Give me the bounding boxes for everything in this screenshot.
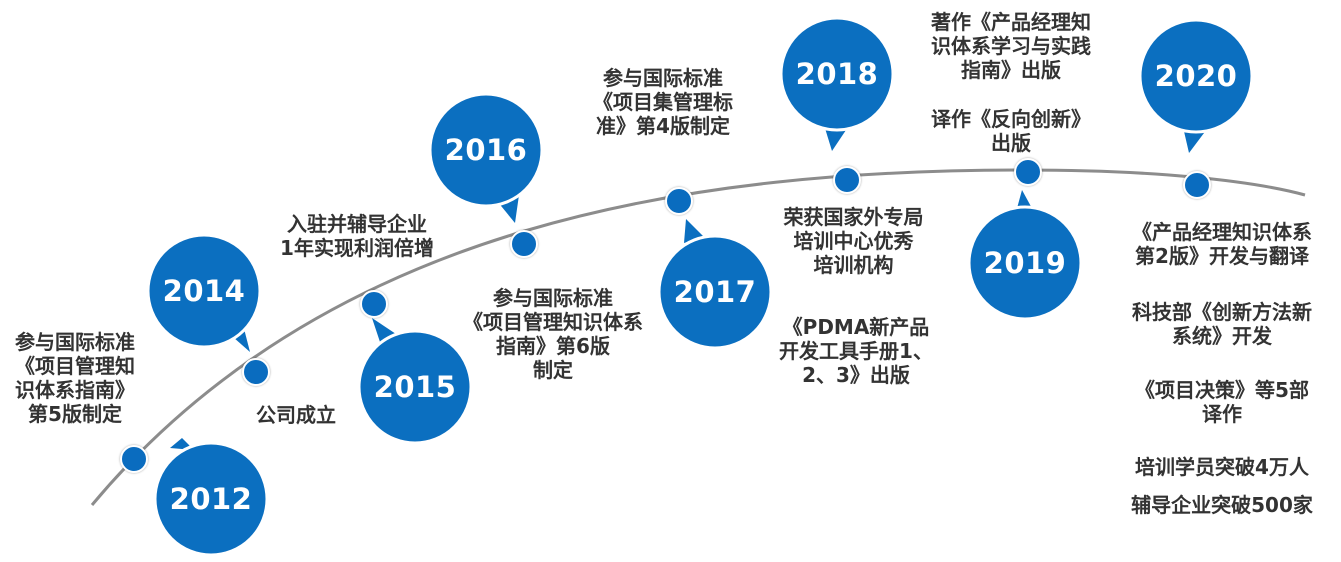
timeline-dot-2015 [360,290,388,318]
milestone-2016-text: 参与国际标准 《项目管理知识体系 指南》第6版 制定 [463,286,643,382]
milestone-2019-text-2: 译作《反向创新》 出版 [931,107,1091,155]
timeline-dot-2012 [120,445,148,473]
year-label: 2019 [983,246,1067,280]
bubble-up-shape [153,438,269,557]
year-bubble-2018: 2018 [778,15,896,151]
timeline-dot-2014 [242,358,270,386]
year-bubble-2012: 2012 [152,438,270,558]
year-bubble-2017: 2017 [656,219,774,351]
bubble-down-shape [428,92,544,223]
timeline-dot-2016 [510,230,538,258]
milestone-2019-text-1: 著作《产品经理知 识体系学习与实践 指南》出版 [931,10,1091,82]
milestone-2018-text-1: 荣获国家外专局 培训中心优秀 培训机构 [783,205,924,277]
milestone-2012-text: 参与国际标准 《项目管理知 识体系指南》 第5版制定 [15,330,135,426]
bubble-up-shape [657,219,773,350]
year-label: 2014 [162,274,246,308]
year-bubble-2020: 2020 [1137,17,1255,153]
timeline-dot-2017 [665,187,693,215]
year-bubble-2015: 2015 [356,318,474,446]
bubble-up-shape [967,190,1083,321]
milestone-2020-text-4: 培训学员突破4万人 [1135,455,1309,479]
year-bubble-2014: 2014 [145,232,263,352]
milestone-2018-text-2: 《PDMA新产品 开发工具手册1、 2、3》出版 [779,315,933,387]
milestone-2020-text-1: 《产品经理知识体系 第2版》开发与翻译 [1132,220,1312,268]
bubble-down-shape [779,16,895,151]
milestone-2017-text: 参与国际标准 《项目集管理标 准》第4版制定 [593,66,733,138]
year-label: 2015 [373,370,457,404]
milestone-2020-text-3: 《项目决策》等5部 译作 [1135,378,1309,426]
year-label: 2018 [795,57,879,91]
year-label: 2020 [1154,59,1238,93]
year-bubble-2016: 2016 [427,91,545,223]
bubble-down-shape [146,233,262,352]
timeline-dot-2019 [1014,158,1042,186]
milestone-2015-text: 入驻并辅导企业 1年实现利润倍增 [280,212,434,260]
year-label: 2012 [169,482,253,516]
milestone-2014-text: 公司成立 [256,403,336,427]
bubble-up-shape [357,318,473,445]
year-label: 2016 [444,133,528,167]
year-label: 2017 [673,275,757,309]
milestone-2020-text-5: 辅导企业突破500家 [1131,493,1313,517]
timeline-dot-2020 [1183,171,1211,199]
milestone-2020-text-2: 科技部《创新方法新 系统》开发 [1132,300,1312,348]
bubble-down-shape [1138,18,1254,153]
year-bubble-2019: 2019 [966,190,1084,322]
timeline-dot-2018 [833,166,861,194]
